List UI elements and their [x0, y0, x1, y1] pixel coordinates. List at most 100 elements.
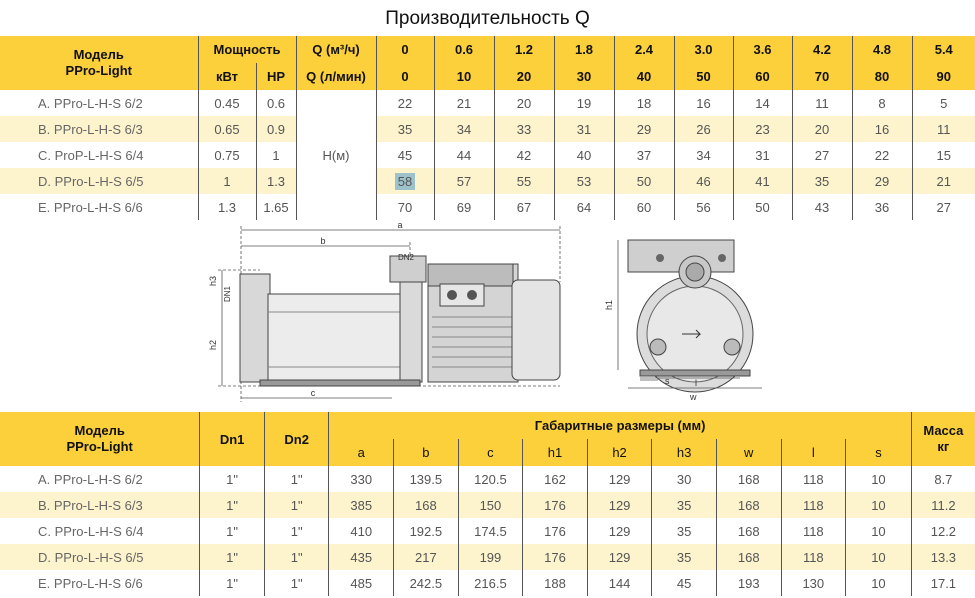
- head-value: 16: [673, 90, 734, 116]
- q-lmin-2: 20: [493, 63, 555, 90]
- pump-side-view: [239, 255, 561, 387]
- head-value-text: 29: [636, 121, 652, 137]
- dim-value: 118: [780, 492, 846, 518]
- head-value-text: 56: [696, 199, 711, 215]
- head-value-text: 34: [456, 121, 472, 137]
- dim-value: 118: [780, 466, 846, 492]
- dim-value: 129: [586, 492, 652, 518]
- power-hp: 0.6: [255, 90, 297, 116]
- head-value: 21: [433, 90, 495, 116]
- head-value-text: 46: [696, 173, 711, 189]
- model-name: C. PPro-L-H-S 6/4: [0, 518, 200, 544]
- head-value-text: 16: [874, 121, 890, 137]
- q-m3-2: 1.2: [493, 36, 555, 63]
- head-value: 67: [493, 194, 555, 220]
- power-kw: 0.45: [197, 90, 256, 116]
- head-value: 58: [375, 168, 435, 194]
- dim-value: 168: [715, 544, 782, 570]
- dn2-header: Dn2: [263, 412, 329, 466]
- head-value-text: 19: [576, 95, 592, 111]
- head-value-text: 11: [815, 95, 829, 111]
- head-value-text: 64: [576, 199, 592, 215]
- dim-value: 176: [522, 544, 588, 570]
- mass-value: 11.2: [910, 492, 975, 518]
- q-m3-1: 0.6: [433, 36, 495, 63]
- model-name: A. PPro-L-H-S 6/2: [0, 466, 200, 492]
- dim-value: 385: [328, 492, 394, 518]
- head-value-text: 22: [397, 95, 413, 111]
- dim-value: 174.5: [457, 518, 523, 544]
- head-value-text: 70: [397, 199, 413, 215]
- dim-value: 216.5: [457, 570, 523, 596]
- dim-value: 217: [393, 544, 459, 570]
- q-m3-9: 5.4: [911, 36, 975, 63]
- hp-header: HP: [255, 63, 297, 90]
- label-s: s: [665, 376, 670, 386]
- label-h3: h3: [208, 276, 218, 286]
- q-lmin-1: 10: [433, 63, 495, 90]
- dim-value: 176: [522, 518, 588, 544]
- dim-value: 129: [586, 544, 652, 570]
- dn1-value: 1": [199, 570, 265, 596]
- dim-col-header: w: [715, 439, 782, 466]
- head-value-text: 15: [936, 147, 951, 163]
- dim-value: 10: [845, 570, 912, 596]
- dim-model-header: Модель PPro-Light: [0, 412, 200, 466]
- head-value: 69: [433, 194, 495, 220]
- dim-value: 118: [780, 518, 846, 544]
- dim-col-header: l: [780, 439, 846, 466]
- label-b: b: [320, 236, 325, 246]
- dn1-value: 1": [199, 518, 265, 544]
- power-hp: 1.65: [255, 194, 297, 220]
- head-value-text: 22: [874, 147, 890, 163]
- q-lmin-3: 30: [553, 63, 615, 90]
- head-value: 33: [493, 116, 555, 142]
- model-name: E. PPro-L-H-S 6/6: [0, 570, 200, 596]
- dn2-value: 1": [263, 466, 329, 492]
- head-value-text: 16: [696, 95, 711, 111]
- dim-value: 118: [780, 544, 846, 570]
- q-lmin-0: 0: [375, 63, 435, 90]
- head-value-text: 31: [755, 147, 770, 163]
- head-value-text: 53: [576, 173, 592, 189]
- pump-drawing: a b c DN2 DN1 h3 h2 h1 s l w: [208, 222, 762, 402]
- head-value-text: 41: [755, 173, 770, 189]
- dn2-value: 1": [263, 544, 329, 570]
- mass-value: 13.3: [910, 544, 975, 570]
- dim-value: 242.5: [393, 570, 459, 596]
- dn2-value: 1": [263, 518, 329, 544]
- dim-value: 188: [522, 570, 588, 596]
- dn1-value: 1": [199, 492, 265, 518]
- head-value: 64: [553, 194, 615, 220]
- head-value-text: 60: [636, 199, 652, 215]
- head-value-text: 26: [696, 121, 711, 137]
- mass-value: 12.2: [910, 518, 975, 544]
- head-value: 31: [553, 116, 615, 142]
- head-value-text: 37: [636, 147, 652, 163]
- q-lmin-9: 90: [911, 63, 975, 90]
- q-m3-3: 1.8: [553, 36, 615, 63]
- power-hp: 1.3: [255, 168, 297, 194]
- dim-value: 168: [715, 492, 782, 518]
- q-m3-6: 3.6: [732, 36, 793, 63]
- head-value-text: 55: [516, 173, 532, 189]
- dim-col-header: c: [457, 439, 523, 466]
- head-value: 50: [613, 168, 675, 194]
- model-name: B. PPro-L-H-S 6/3: [0, 492, 200, 518]
- head-value-text: 42: [516, 147, 532, 163]
- dim-value: 35: [651, 518, 717, 544]
- kw-header: кВт: [197, 63, 256, 90]
- head-value: 46: [673, 168, 734, 194]
- dim-value: 176: [522, 492, 588, 518]
- q-m3-8: 4.8: [851, 36, 913, 63]
- head-value: 57: [433, 168, 495, 194]
- head-value: 42: [493, 142, 555, 168]
- label-a: a: [397, 222, 402, 230]
- head-value: 40: [553, 142, 615, 168]
- head-value: 27: [911, 194, 975, 220]
- dim-value: 139.5: [393, 466, 459, 492]
- head-value: 16: [851, 116, 913, 142]
- head-value: 41: [732, 168, 793, 194]
